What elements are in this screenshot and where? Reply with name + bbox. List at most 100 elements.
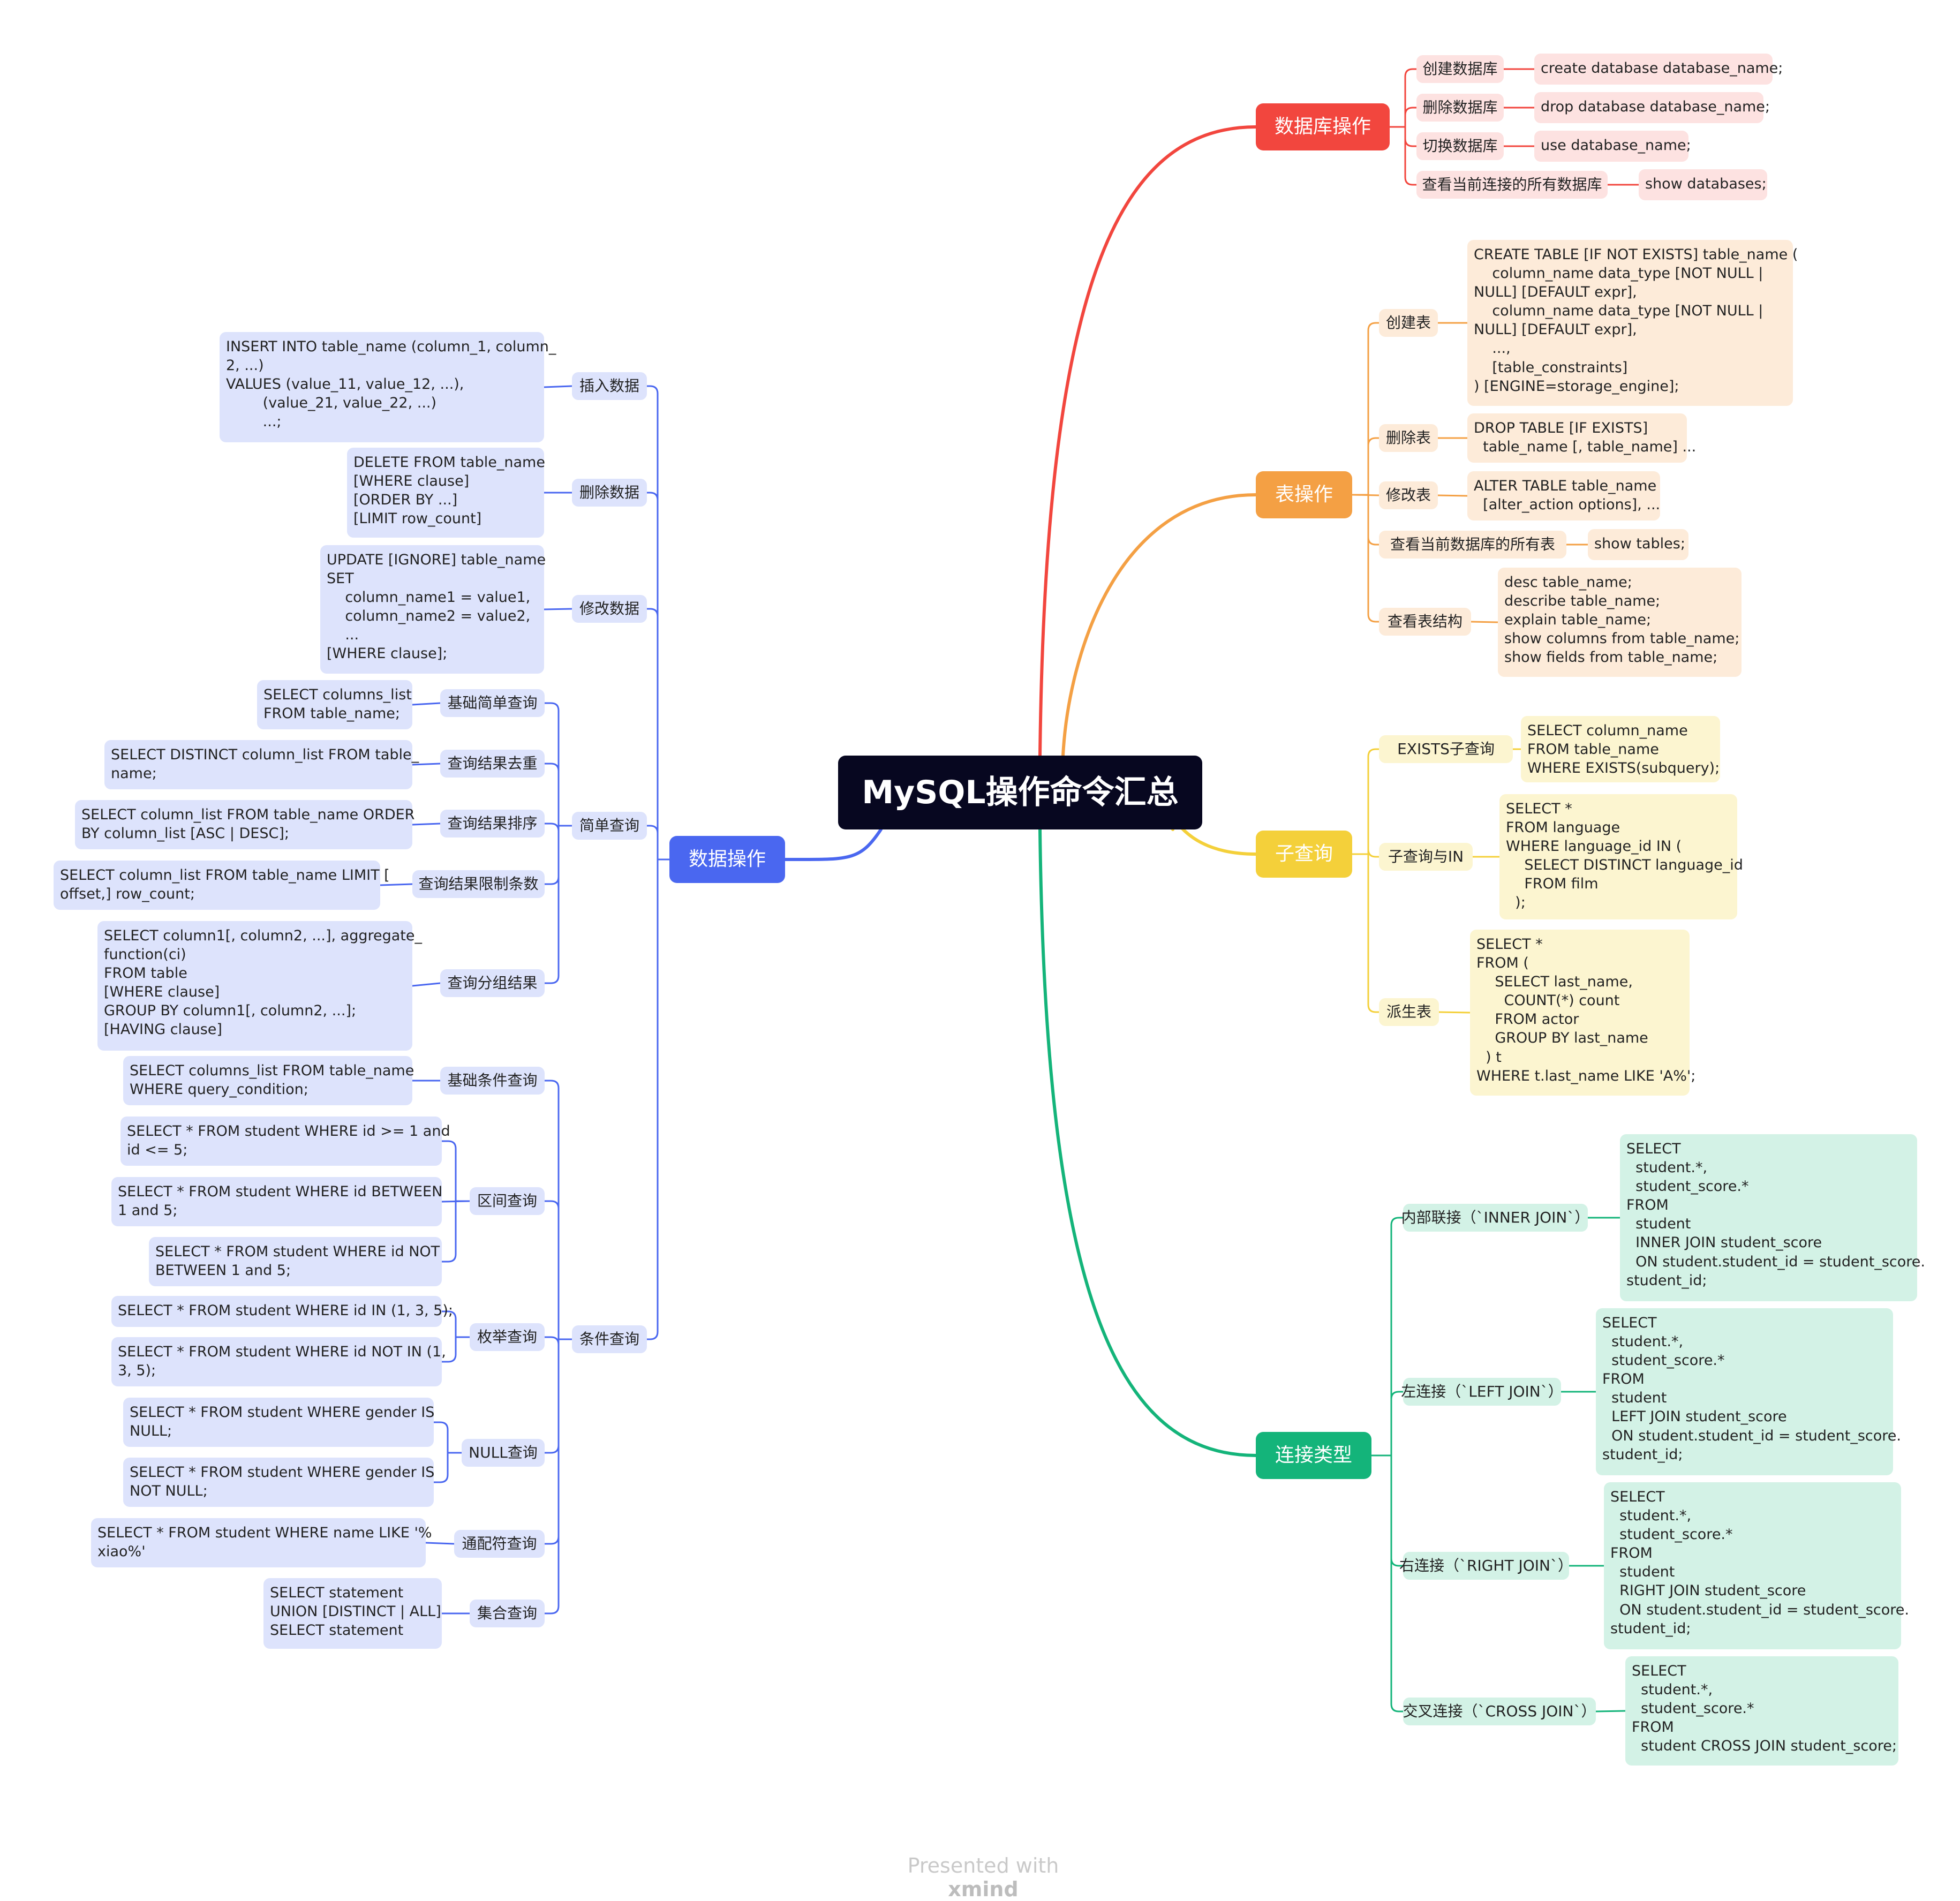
code-leaf-2-4-1[interactable]: show tables; [1588,529,1688,560]
subtopic-5-1[interactable]: 插入数据 [572,372,647,400]
query-type-5-4[interactable]: NULL查询 [462,1439,545,1467]
link-qleaf-4-1-1 [411,702,441,706]
query-type-5-3[interactable]: 枚举查询 [470,1323,545,1351]
code-leaf-2-5-1[interactable]: desc table_name; describe table_name; ex… [1498,568,1742,677]
subtopic-2-2[interactable]: 删除表 [1379,424,1438,452]
query-leaf-4-3-1[interactable]: SELECT column_list FROM table_name ORDER… [75,800,414,849]
query-type-4-2[interactable]: 查询结果去重 [440,750,545,778]
subtopic-3-3[interactable]: 派生表 [1379,998,1439,1026]
link-sub-4-3 [1370,1454,1404,1567]
code-leaf-3-1-1[interactable]: SELECT column_name FROM table_name WHERE… [1521,716,1720,782]
subtopic-4-3[interactable]: 右连接（`RIGHT JOIN`） [1399,1552,1573,1580]
link-qleaf-4-4-1 [379,883,413,886]
query-leaf-4-5-1[interactable]: SELECT column1[, column2, ...], aggregat… [97,921,422,1051]
central-topic[interactable]: MySQL操作命令汇总 [838,756,1202,829]
query-leaf-5-6-1[interactable]: SELECT statement UNION [DISTINCT | ALL] … [263,1578,442,1649]
link-group-5-1 [544,1080,573,1340]
code-leaf-4-3-1[interactable]: SELECT student.*, student_score.* FROM s… [1604,1482,1909,1649]
subtopic-4-4[interactable]: 交叉连接（`CROSS JOIN`） [1403,1698,1596,1725]
query-leaf-5-3-1[interactable]: SELECT * FROM student WHERE id IN (1, 3,… [111,1296,453,1327]
link-sub-3-3 [1351,853,1380,1013]
link-qleaf-5-5-1 [425,1542,455,1545]
link-qleaf-4-3-1 [411,823,441,826]
query-leaf-5-2-1[interactable]: SELECT * FROM student WHERE id >= 1 and … [120,1117,450,1166]
subtopic-2-5[interactable]: 查看表结构 [1379,608,1471,636]
code-leaf-2-3-1[interactable]: ALTER TABLE table_name [alter_action opt… [1467,471,1660,520]
query-type-4-1[interactable]: 基础简单查询 [440,689,545,717]
link-sub-4-2 [1370,1391,1404,1457]
link-qleaf-5-2-1 [441,1140,471,1202]
link-sub-1-4 [1389,126,1418,186]
link-sub-2-5 [1351,494,1380,623]
subtopic-1-2[interactable]: 删除数据库 [1416,94,1504,122]
code-leaf-1-2-1[interactable]: drop database database_name; [1534,92,1770,123]
link-sub-2-2 [1351,437,1380,496]
link-sub-4-4 [1370,1454,1404,1713]
subtopic-2-4[interactable]: 查看当前数据库的所有表 [1379,531,1566,559]
code-leaf-4-1-1[interactable]: SELECT student.*, student_score.* FROM s… [1620,1134,1925,1301]
subtopic-5-5[interactable]: 条件查询 [572,1325,647,1353]
branch-topic-5[interactable]: 数据操作 [669,836,785,883]
code-leaf-1-1-1[interactable]: create database database_name; [1534,54,1783,85]
query-type-4-4[interactable]: 查询结果限制条数 [412,870,545,898]
subtopic-5-4[interactable]: 简单查询 [572,812,647,840]
query-leaf-5-5-1[interactable]: SELECT * FROM student WHERE name LIKE '%… [91,1518,432,1567]
code-leaf-5-2-1[interactable]: DELETE FROM table_name [WHERE clause] [O… [347,448,545,538]
subtopic-2-1[interactable]: 创建表 [1379,309,1438,337]
branch-topic-3[interactable]: 子查询 [1256,831,1352,878]
code-leaf-2-1-1[interactable]: CREATE TABLE [IF NOT EXISTS] table_name … [1467,240,1798,406]
query-type-5-6[interactable]: 集合查询 [470,1600,545,1627]
query-type-4-3[interactable]: 查询结果排序 [440,810,545,838]
query-type-5-2[interactable]: 区间查询 [470,1187,545,1215]
query-leaf-4-2-1[interactable]: SELECT DISTINCT column_list FROM table_ … [104,740,419,789]
code-leaf-2-2-1[interactable]: DROP TABLE [IF EXISTS] table_name [, tab… [1467,413,1696,463]
link-leaf-3-3-1 [1438,1011,1471,1014]
link-sub-5-3 [646,608,670,861]
code-leaf-1-4-1[interactable]: show databases; [1639,169,1767,200]
link-leaf-5-1-1 [543,385,573,388]
query-type-4-5[interactable]: 查询分组结果 [440,969,545,997]
query-type-5-1[interactable]: 基础条件查询 [440,1067,545,1095]
subtopic-2-3[interactable]: 修改表 [1379,481,1438,509]
link-sub-1-2 [1389,107,1418,128]
code-leaf-5-3-1[interactable]: UPDATE [IGNORE] table_name SET column_na… [320,545,546,674]
branch-curve-1 [1038,125,1257,757]
subtopic-1-1[interactable]: 创建数据库 [1416,55,1504,83]
link-qleaf-4-2-1 [411,763,441,766]
code-leaf-5-1-1[interactable]: INSERT INTO table_name (column_1, column… [220,332,556,442]
query-type-5-5[interactable]: 通配符查询 [454,1530,545,1558]
subtopic-4-2[interactable]: 左连接（`LEFT JOIN`） [1401,1378,1563,1406]
branch-topic-2[interactable]: 表操作 [1256,471,1352,518]
subtopic-5-3[interactable]: 修改数据 [572,595,647,623]
link-qleaf-5-3-2 [441,1336,471,1363]
code-leaf-1-3-1[interactable]: use database_name; [1534,131,1691,162]
subtopic-5-2[interactable]: 删除数据 [572,479,647,507]
query-leaf-5-4-2[interactable]: SELECT * FROM student WHERE gender IS NO… [123,1458,434,1507]
branch-topic-1[interactable]: 数据库操作 [1256,103,1390,150]
subtopic-3-2[interactable]: 子查询与IN [1379,843,1473,871]
link-qleaf-4-5-1 [411,982,441,987]
subtopic-4-1[interactable]: 内部联接（`INNER JOIN`） [1401,1204,1589,1232]
branch-curve-5 [783,828,883,862]
subtopic-1-4[interactable]: 查看当前连接的所有数据库 [1416,171,1608,199]
query-leaf-4-1-1[interactable]: SELECT columns_list FROM table_name; [257,680,412,729]
code-leaf-4-4-1[interactable]: SELECT student.*, student_score.* FROM s… [1625,1656,1898,1766]
query-leaf-5-4-1[interactable]: SELECT * FROM student WHERE gender IS NU… [123,1398,434,1447]
link-sub-4-1 [1370,1217,1404,1457]
subtopic-3-1[interactable]: EXISTS子查询 [1379,735,1513,763]
link-sub-5-4 [646,825,670,861]
query-leaf-4-4-1[interactable]: SELECT column_list FROM table_name LIMIT… [54,861,390,910]
link-qleaf-5-2-3 [441,1200,471,1263]
query-leaf-5-3-2[interactable]: SELECT * FROM student WHERE id NOT IN (1… [111,1337,446,1386]
branch-curve-4 [1038,828,1257,1457]
branch-topic-4[interactable]: 连接类型 [1256,1432,1371,1479]
code-leaf-3-3-1[interactable]: SELECT * FROM ( SELECT last_name, COUNT(… [1470,930,1695,1096]
query-leaf-5-2-2[interactable]: SELECT * FROM student WHERE id BETWEEN 1… [111,1177,442,1226]
link-qleaf-5-3-1 [441,1310,471,1338]
query-leaf-5-1-1[interactable]: SELECT columns_list FROM table_name WHER… [123,1056,414,1105]
subtopic-1-3[interactable]: 切换数据库 [1416,132,1504,160]
code-leaf-4-2-1[interactable]: SELECT student.*, student_score.* FROM s… [1596,1308,1901,1475]
code-leaf-3-2-1[interactable]: SELECT * FROM language WHERE language_id… [1499,794,1743,919]
query-leaf-5-2-3[interactable]: SELECT * FROM student WHERE id NOT BETWE… [149,1237,442,1286]
